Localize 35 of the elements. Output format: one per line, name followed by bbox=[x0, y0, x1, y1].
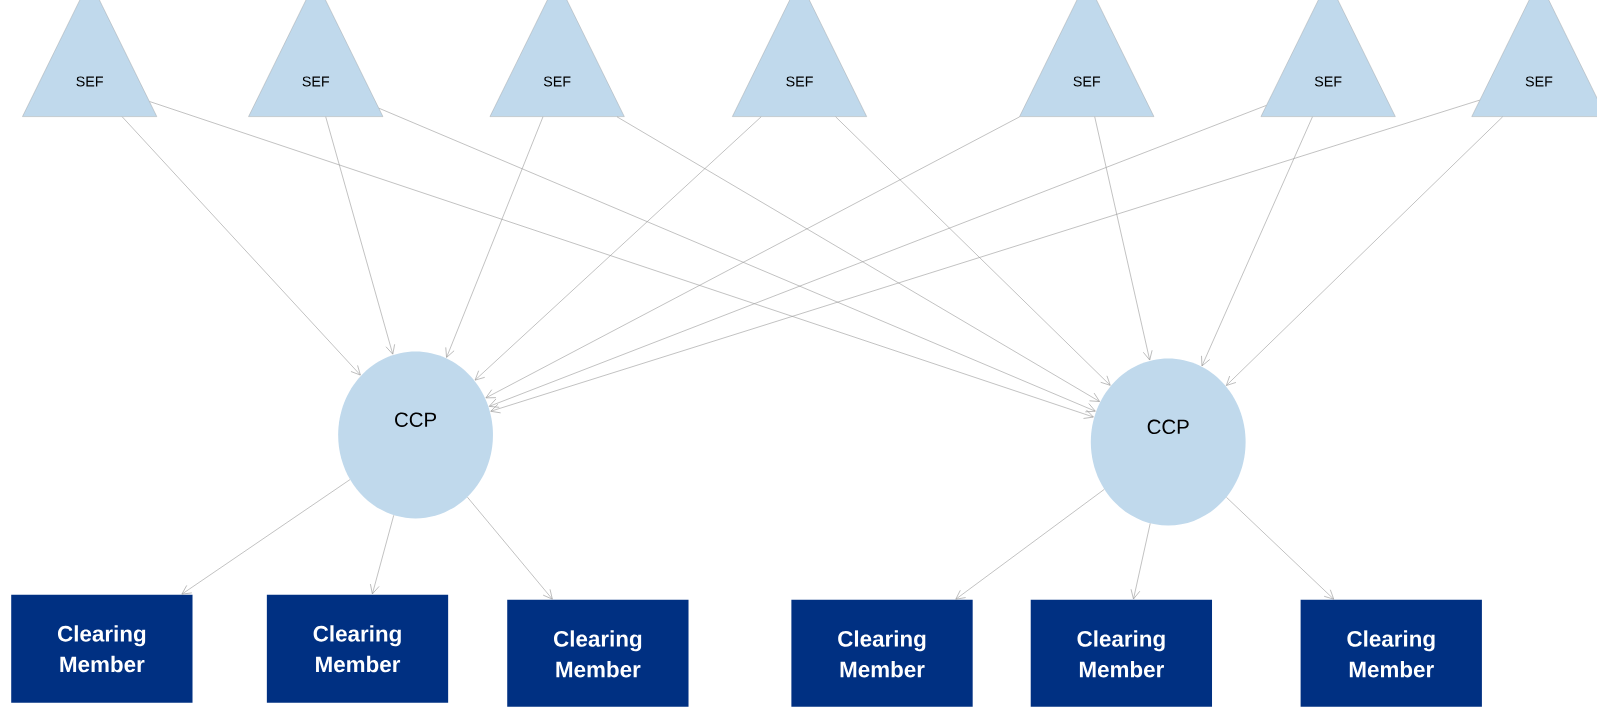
triangle-node: SEF bbox=[248, 0, 384, 117]
triangle-node: SEF bbox=[1019, 0, 1155, 117]
arrow bbox=[616, 116, 1100, 402]
process-box: Clearing Member bbox=[507, 599, 689, 707]
arrow bbox=[325, 116, 395, 355]
circle-node: CCP bbox=[338, 351, 493, 519]
process-box: Clearing Member bbox=[1030, 599, 1212, 707]
arrow bbox=[181, 479, 351, 595]
triangle-node: SEF bbox=[22, 0, 158, 117]
arrow bbox=[1094, 116, 1153, 361]
triangle-node: SEF bbox=[1260, 0, 1396, 117]
process-box: Clearing Member bbox=[791, 599, 973, 707]
circle-node: CCP bbox=[1090, 358, 1246, 526]
arrow bbox=[955, 489, 1105, 600]
arrow bbox=[378, 108, 1096, 413]
arrow bbox=[474, 116, 762, 381]
process-box: Clearing Member bbox=[11, 594, 193, 703]
arrow bbox=[467, 496, 553, 600]
arrow bbox=[835, 116, 1111, 386]
arrow bbox=[490, 99, 1480, 414]
arrow bbox=[121, 116, 361, 376]
arrow bbox=[370, 515, 395, 595]
arrow bbox=[485, 116, 1020, 399]
arrow bbox=[1130, 523, 1151, 600]
arrow bbox=[1201, 116, 1313, 367]
triangle-node: SEF bbox=[732, 0, 867, 117]
arrow bbox=[488, 105, 1267, 408]
arrow bbox=[445, 116, 544, 358]
process-box: Clearing Member bbox=[266, 594, 449, 703]
process-box: Clearing Member bbox=[1300, 599, 1482, 707]
triangle-node: SEF bbox=[489, 0, 625, 117]
arrow bbox=[1226, 497, 1335, 600]
arrow bbox=[1226, 116, 1503, 386]
triangle-node: SEF bbox=[1471, 0, 1597, 117]
arrow bbox=[149, 101, 1094, 419]
